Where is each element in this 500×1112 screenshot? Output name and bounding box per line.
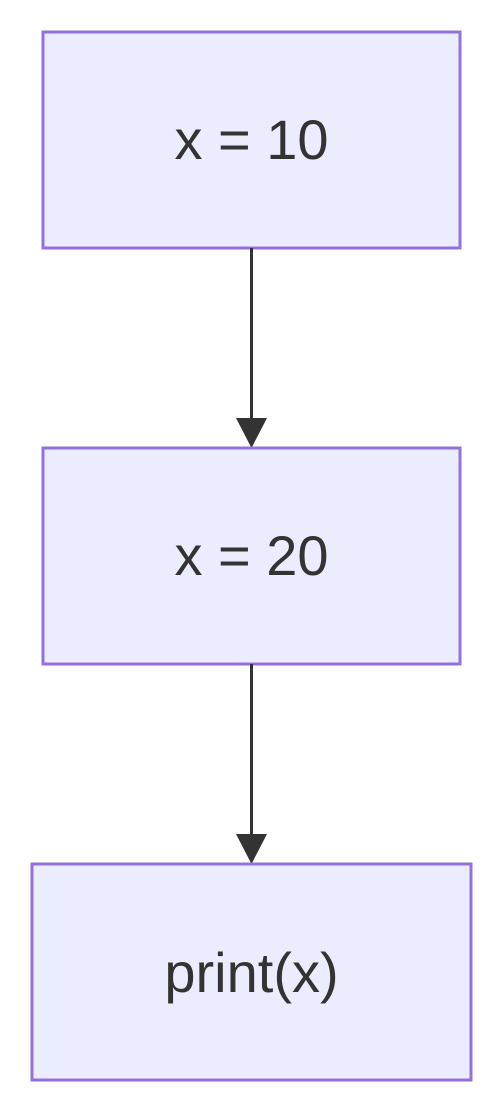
edge-2-arrowhead	[236, 834, 267, 864]
flowchart-node-1: x = 10	[41, 30, 462, 250]
flowchart-edge-1	[236, 248, 267, 448]
node-1-label: x = 10	[174, 108, 328, 171]
flowchart-node-3: print(x)	[30, 862, 473, 1082]
flowchart-edge-2	[236, 664, 267, 864]
edge-1-arrowhead	[236, 418, 267, 448]
node-2-label: x = 20	[174, 524, 328, 587]
node-3-label: print(x)	[164, 941, 338, 1004]
flowchart-node-2: x = 20	[41, 446, 462, 666]
